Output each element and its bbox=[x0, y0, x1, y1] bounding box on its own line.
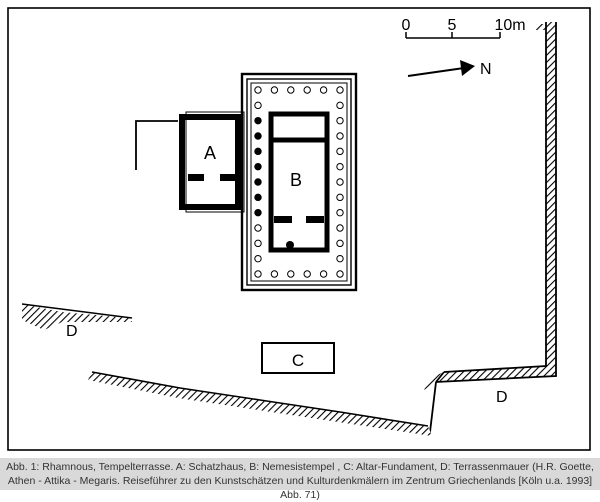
column bbox=[254, 178, 262, 186]
frame bbox=[7, 7, 591, 451]
nemesis-temple: B bbox=[240, 72, 358, 292]
column bbox=[319, 270, 328, 278]
column bbox=[287, 270, 295, 278]
caption-line-2: Athen - Attika - Megaris. Reiseführer zu… bbox=[7, 475, 593, 501]
column bbox=[336, 193, 344, 202]
column bbox=[303, 86, 311, 94]
column bbox=[254, 270, 262, 278]
label-b: B bbox=[290, 170, 302, 190]
column bbox=[270, 270, 279, 278]
column bbox=[270, 86, 279, 94]
scale-bar: 0 5 10m bbox=[402, 17, 526, 39]
scale-end: 10m bbox=[494, 17, 525, 34]
column bbox=[254, 116, 262, 125]
column bbox=[336, 162, 344, 171]
column bbox=[254, 86, 262, 94]
north-label: N bbox=[480, 61, 492, 78]
north-arrow-icon: N bbox=[407, 60, 492, 78]
column bbox=[336, 239, 344, 248]
column bbox=[254, 254, 262, 263]
column bbox=[336, 132, 344, 140]
column bbox=[336, 254, 344, 263]
column bbox=[336, 178, 344, 186]
figure-caption: Abb. 1: Rhamnous, Tempelterrasse. A: Sch… bbox=[0, 458, 600, 501]
column bbox=[254, 239, 262, 248]
figure: 0 5 10m N bbox=[0, 7, 600, 501]
column bbox=[336, 147, 344, 156]
column bbox=[336, 270, 344, 278]
terrace-wall-bottom bbox=[88, 371, 432, 436]
column bbox=[336, 224, 344, 232]
caption-line-1: Abb. 1: Rhamnous, Tempelterrasse. A: Sch… bbox=[6, 461, 594, 473]
label-d-left: D bbox=[66, 323, 78, 340]
column bbox=[254, 208, 262, 217]
column bbox=[254, 132, 262, 140]
column bbox=[303, 270, 311, 278]
altar-foundation: C bbox=[261, 342, 335, 374]
column bbox=[336, 208, 344, 217]
scale-zero: 0 bbox=[402, 17, 411, 34]
column bbox=[254, 193, 262, 202]
label-d-right: D bbox=[496, 389, 508, 406]
column bbox=[254, 224, 262, 232]
column bbox=[336, 116, 344, 125]
site-plan: 0 5 10m N bbox=[7, 7, 591, 451]
scale-mid: 5 bbox=[448, 17, 457, 34]
treasury-building: A bbox=[135, 111, 245, 213]
column bbox=[254, 147, 262, 156]
column bbox=[287, 86, 295, 94]
peristyle-colonnade bbox=[254, 86, 344, 278]
label-a: A bbox=[204, 143, 216, 163]
column bbox=[336, 101, 344, 110]
column bbox=[254, 101, 262, 110]
column bbox=[336, 86, 344, 94]
terrace-wall-left bbox=[21, 303, 133, 330]
label-c: C bbox=[292, 351, 304, 370]
terrace-wall-right bbox=[424, 22, 557, 433]
column bbox=[254, 162, 262, 171]
column bbox=[319, 86, 328, 94]
